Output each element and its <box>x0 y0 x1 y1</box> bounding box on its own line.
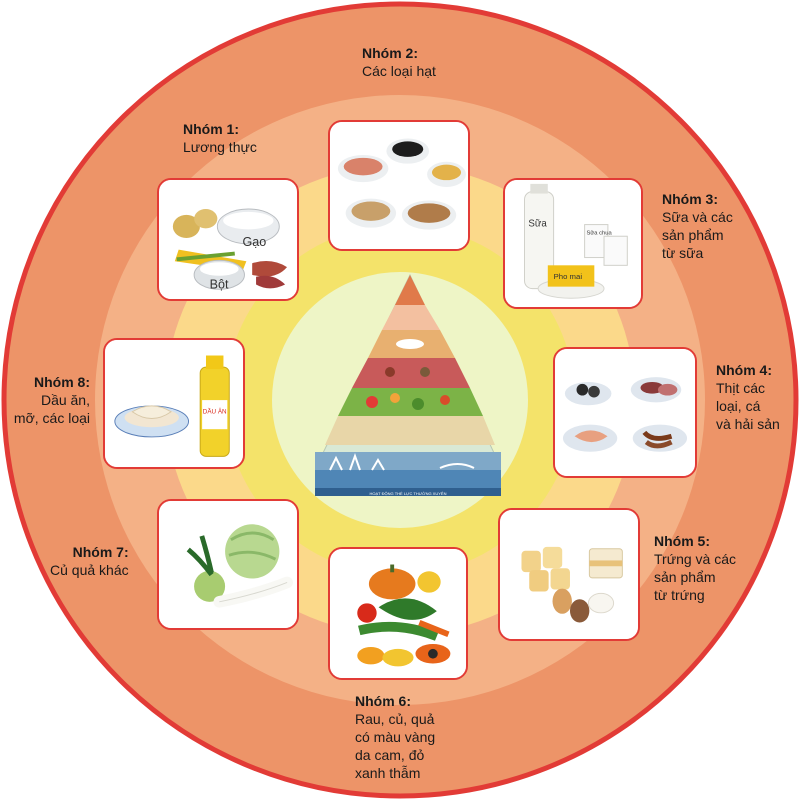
photo-label-bot: Bột <box>210 277 229 291</box>
group-2-title: Nhóm 2: <box>362 45 418 61</box>
group-3-title: Nhóm 3: <box>662 191 718 207</box>
group-3-label: Nhóm 3: Sữa và các sản phẩm từ sữa <box>662 190 733 262</box>
group-8-photo: DẦU ĂN <box>103 338 245 469</box>
group-5-title: Nhóm 5: <box>654 533 710 549</box>
group-8-label: Nhóm 8: Dầu ăn, mỡ, các loại <box>8 373 90 427</box>
group-6-title: Nhóm 6: <box>355 693 411 709</box>
group-4-desc: Thịt các loại, cá và hải sản <box>716 380 780 432</box>
group-7-label: Nhóm 7: Củ quả khác <box>50 543 129 579</box>
group-6-photo <box>328 547 468 680</box>
group-2-photo <box>328 120 470 251</box>
group-1-title: Nhóm 1: <box>183 121 239 137</box>
group-3-photo: Sữa Sữa chua Pho mai <box>503 178 643 309</box>
group-7-desc: Củ quả khác <box>50 562 129 578</box>
group-5-photo <box>498 508 640 641</box>
group-4-label: Nhóm 4: Thịt các loại, cá và hải sản <box>716 361 780 433</box>
group-5-label: Nhóm 5: Trứng và các sản phẩm từ trứng <box>654 532 736 604</box>
group-1-label: Nhóm 1: Lương thực <box>183 120 257 156</box>
group-6-desc: Rau, củ, quả có màu vàng da cam, đỏ xanh… <box>355 711 436 781</box>
group-7-title: Nhóm 7: <box>72 544 129 560</box>
group-2-desc: Các loại hạt <box>362 63 436 79</box>
group-4-photo <box>553 347 697 478</box>
pyramid-banner-text: HOẠT ĐỘNG THỂ LỰC THƯỜNG XUYÊN <box>370 491 447 496</box>
group-1-photo: Gạo Bột <box>157 178 299 301</box>
group-7-photo <box>157 499 299 630</box>
group-2-label: Nhóm 2: Các loại hạt <box>362 44 436 80</box>
group-3-desc: Sữa và các sản phẩm từ sữa <box>662 209 733 261</box>
group-8-title: Nhóm 8: <box>34 374 90 390</box>
photo-label-dau-an: DẦU ĂN <box>203 406 227 416</box>
food-pyramid <box>315 273 501 496</box>
photo-label-sua: Sữa <box>528 219 547 230</box>
group-4-title: Nhóm 4: <box>716 362 772 378</box>
group-8-desc: Dầu ăn, mỡ, các loại <box>13 392 90 426</box>
group-1-desc: Lương thực <box>183 139 257 155</box>
group-6-label: Nhóm 6: Rau, củ, quả có màu vàng da cam,… <box>355 692 435 782</box>
photo-label-gao: Gạo <box>243 235 267 249</box>
group-5-desc: Trứng và các sản phẩm từ trứng <box>654 551 736 603</box>
photo-label-pho-mai: Pho mai <box>554 272 583 281</box>
photo-label-sua-chua: Sữa chua <box>587 230 613 236</box>
